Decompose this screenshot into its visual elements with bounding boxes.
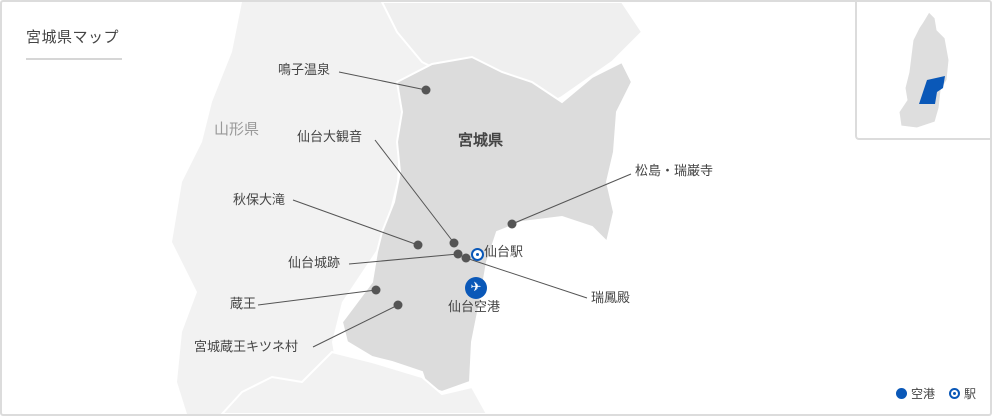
title-divider — [26, 58, 122, 60]
legend-station-label: 駅 — [963, 387, 976, 401]
page-title: 宮城県マップ — [26, 28, 120, 46]
legend: 空港 駅 — [895, 385, 976, 402]
prefecture-label-miyagi: 宮城県 — [458, 131, 504, 149]
miyagi-highlight — [919, 76, 945, 104]
spot-label-naruko-onsen[interactable]: 鳴子温泉 — [278, 63, 331, 78]
spot-label-matsushima-zuiganji[interactable]: 松島・瑞巌寺 — [635, 164, 714, 179]
tohoku-locator-map — [855, 2, 990, 140]
prefecture-label-yamagata: 山形県 — [214, 120, 260, 138]
spot-label-akiu-otaki[interactable]: 秋保大滝 — [233, 193, 286, 208]
station-icon — [471, 248, 484, 261]
neighbor-land — [172, 2, 622, 414]
legend-airport-label: 空港 — [910, 387, 935, 401]
tohoku-region — [898, 11, 950, 129]
neighbor-land-south — [220, 350, 489, 414]
spot-label-sendai-castle-ruins[interactable]: 仙台城跡 — [288, 256, 341, 271]
spot-label-sendai-daikannon[interactable]: 仙台大観音 — [297, 130, 363, 145]
spot-label-zao-fox-village[interactable]: 宮城蔵王キツネ村 — [194, 340, 299, 355]
spot-label-zao[interactable]: 蔵王 — [230, 297, 257, 312]
locator-map-svg — [898, 11, 950, 129]
station-label-sendai[interactable]: 仙台駅 — [484, 245, 524, 260]
legend-station-icon — [948, 388, 960, 399]
spot-label-zuihoden[interactable]: 瑞鳳殿 — [591, 291, 631, 306]
airport-label-sendai[interactable]: 仙台空港 — [448, 300, 501, 315]
airplane-icon: ✈ — [465, 277, 487, 299]
legend-airport-icon — [895, 388, 907, 399]
